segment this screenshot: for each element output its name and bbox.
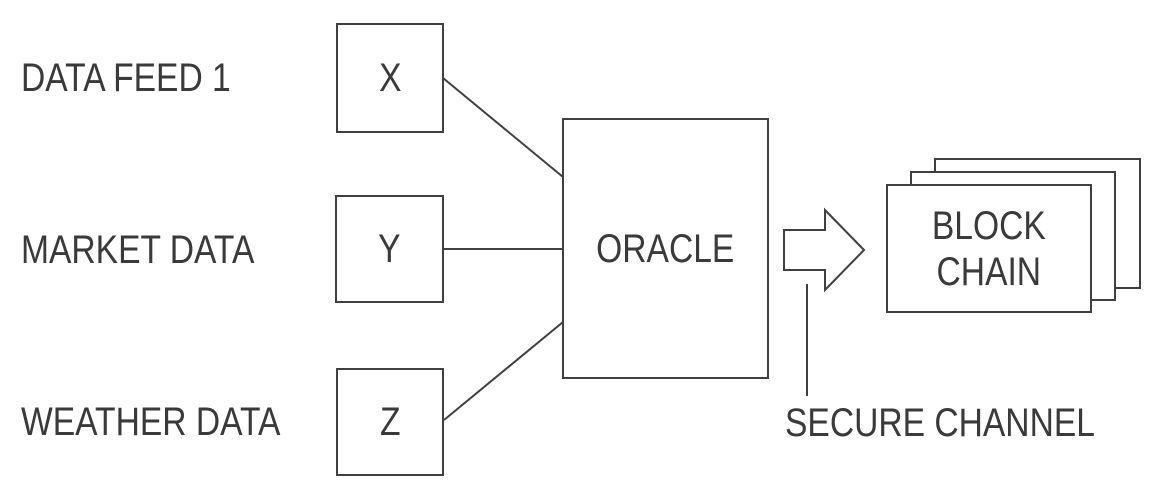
input-label-text: MARKET DATA [21,228,255,272]
connector-line-z-oracle [443,321,564,421]
secure-channel-label: SECURE CHANNEL [785,403,1154,443]
input-label-text: WEATHER DATA [21,400,281,444]
secure-channel-text: SECURE CHANNEL [785,401,1095,445]
node-letter: Y [378,227,401,271]
connector-line-x-oracle [442,77,564,178]
node-box-y: Y [335,195,444,303]
input-label-weather-data: WEATHER DATA [21,402,330,442]
blockchain-label-line2: CHAIN [936,249,1042,294]
blockchain-label-line1: BLOCK [932,203,1046,248]
node-box-x: X [336,23,444,133]
arrow-right-icon [783,207,866,293]
node-box-z: Z [336,368,444,476]
node-letter: X [378,56,402,100]
node-letter: Z [379,400,401,444]
input-label-data-feed-1: DATA FEED 1 [21,58,271,98]
input-label-market-data: MARKET DATA [21,230,299,270]
oracle-label: ORACLE [596,226,735,271]
input-label-text: DATA FEED 1 [21,56,231,100]
oracle-box: ORACLE [562,118,769,379]
